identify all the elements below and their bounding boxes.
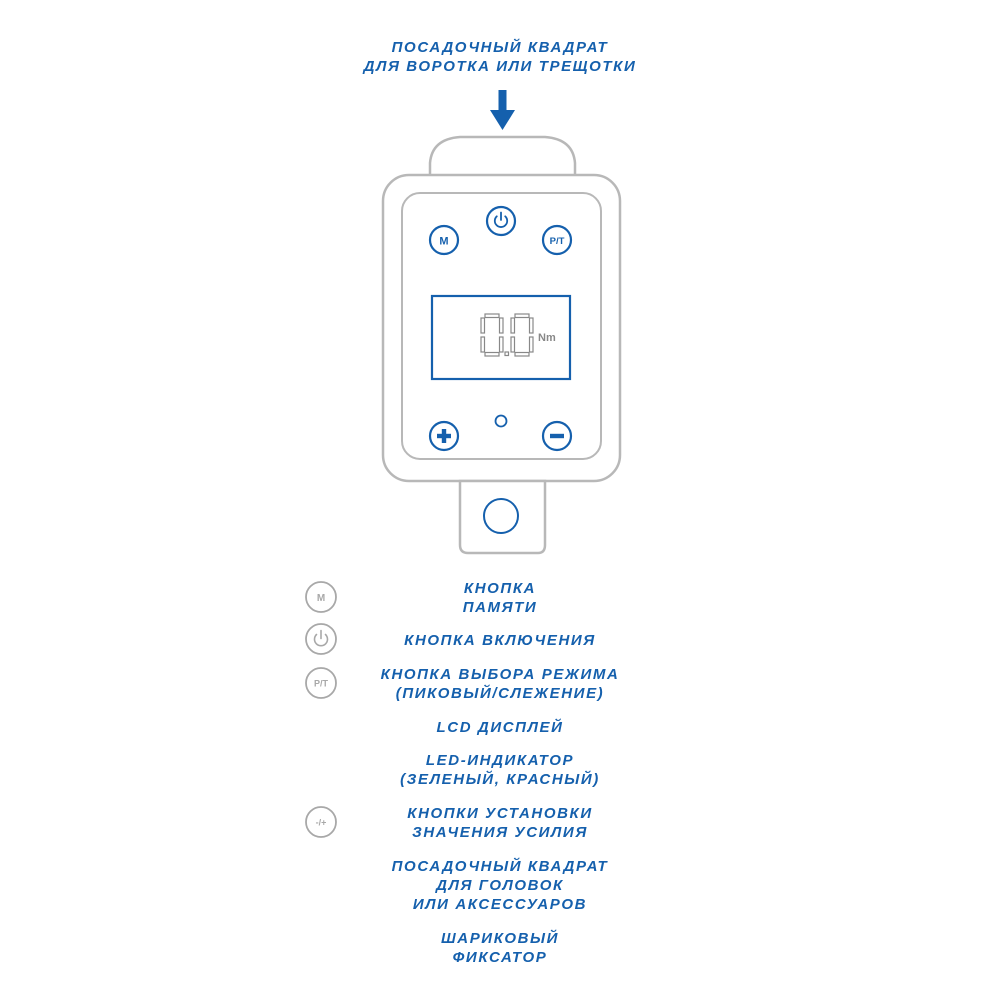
legend-label-memory: КНОПКА ПАМЯТИ xyxy=(462,580,538,616)
power-icon xyxy=(493,211,509,228)
led-indicator xyxy=(494,414,508,428)
legend-power-icon xyxy=(305,623,337,655)
legend-label-ball-detent: ШАРИКОВЫЙ ФИКСАТОР xyxy=(440,930,560,966)
minus-button[interactable] xyxy=(541,420,573,452)
legend-mode-icon: P/T xyxy=(305,667,337,699)
legend-label-power: КНОПКА ВКЛЮЧЕНИЯ xyxy=(404,632,596,649)
svg-text:P/T: P/T xyxy=(314,679,329,689)
memory-button[interactable]: M xyxy=(428,224,460,256)
legend-label-drive-square: ПОСАДОЧНЫЙ КВАДРАТ ДЛЯ ГОЛОВОК ИЛИ АКСЕС… xyxy=(391,858,609,913)
svg-text:M: M xyxy=(317,593,325,604)
arrow-down-icon xyxy=(490,90,515,130)
mode-button[interactable]: P/T xyxy=(541,224,573,256)
plus-icon xyxy=(437,429,451,443)
plus-button[interactable] xyxy=(428,420,460,452)
minus-icon xyxy=(550,433,564,439)
svg-text:-/+: -/+ xyxy=(316,818,327,828)
legend-label-led: LED-ИНДИКАТОР (ЗЕЛЕНЫЙ, КРАСНЫЙ) xyxy=(400,752,600,788)
legend-label-mode: КНОПКА ВЫБОРА РЕЖИМА (ПИКОВЫЙ/СЛЕЖЕНИЕ) xyxy=(380,666,620,702)
lcd-decimal-point xyxy=(504,351,510,357)
legend-plus-minus-icon: -/+ xyxy=(305,806,337,838)
memory-button-label: M xyxy=(439,236,448,248)
ball-detent xyxy=(483,498,519,534)
legend-label-torque-buttons: КНОПКИ УСТАНОВКИ ЗНАЧЕНИЯ УСИЛИЯ xyxy=(407,805,593,841)
lcd-digit-zero xyxy=(480,313,504,357)
power-button[interactable] xyxy=(485,205,517,237)
legend-memory-icon: M xyxy=(305,581,337,613)
lcd-unit: Nm xyxy=(538,332,556,344)
drive-square-top xyxy=(428,135,577,178)
lcd-display: Nm xyxy=(430,294,572,381)
mode-button-label: P/T xyxy=(550,236,565,247)
top-label: ПОСАДОЧНЫЙ КВАДРАТ ДЛЯ ВОРОТКА ИЛИ ТРЕЩО… xyxy=(363,39,637,75)
lcd-digit-zero-2 xyxy=(510,313,534,357)
legend-label-lcd: LCD ДИСПЛЕЙ xyxy=(436,719,564,736)
